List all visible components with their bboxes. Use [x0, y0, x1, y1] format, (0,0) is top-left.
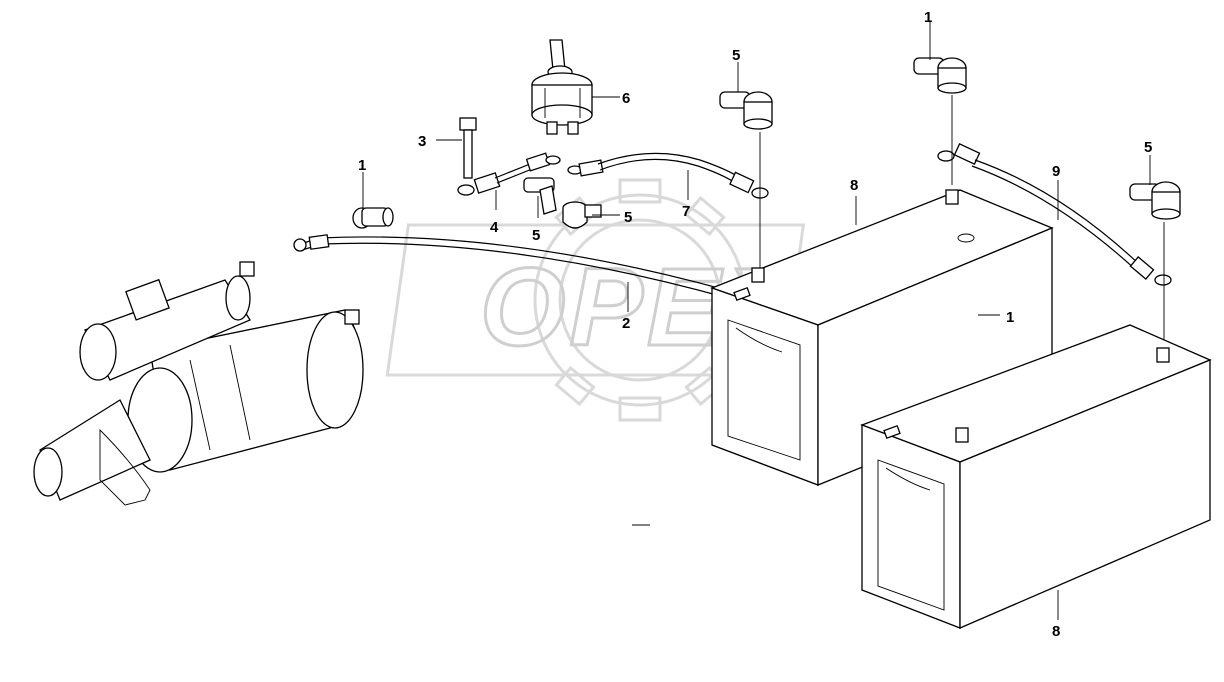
callout-6: 6	[622, 90, 630, 107]
callout-5-switch: 5	[624, 209, 632, 226]
terminal-boot-1a	[352, 207, 394, 229]
callout-3: 3	[418, 133, 426, 150]
callout-1-mid: 1	[1006, 309, 1014, 326]
callout-9: 9	[1052, 163, 1060, 180]
callout-1-top: 1	[924, 9, 932, 26]
callout-leaders	[362, 22, 1151, 620]
callout-4: 4	[490, 219, 499, 236]
battery-switch	[531, 39, 593, 135]
callout-1-starter: 1	[358, 157, 366, 174]
callouts: 1 1 1 2 3 4 5 5 5 5 6 7 8 8 9	[358, 9, 1152, 640]
callout-8-front: 8	[1052, 623, 1060, 640]
callout-8-back: 8	[850, 177, 858, 194]
terminal-boot-1b	[913, 57, 967, 94]
callout-5-right: 5	[1144, 139, 1152, 156]
terminal-boot-5b	[523, 177, 557, 215]
battery-back	[710, 189, 1054, 486]
bolt	[459, 117, 477, 179]
callout-5-left: 5	[532, 227, 540, 244]
starter-motor	[33, 261, 364, 506]
callout-2: 2	[622, 315, 630, 332]
battery-link-cable	[937, 143, 1172, 286]
callout-5-top: 5	[732, 47, 740, 64]
terminal-boot-5a	[719, 91, 773, 130]
switch-cable	[567, 152, 769, 199]
short-cable	[457, 152, 561, 196]
terminal-boot-5c	[562, 201, 602, 229]
callout-7: 7	[682, 203, 690, 220]
battery-front	[860, 324, 1212, 629]
terminal-boot-5d	[1129, 181, 1181, 220]
